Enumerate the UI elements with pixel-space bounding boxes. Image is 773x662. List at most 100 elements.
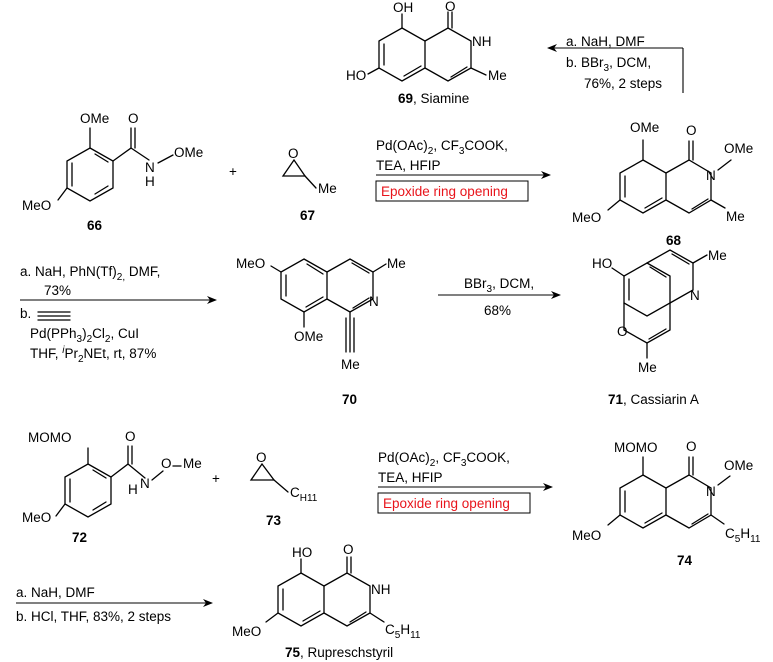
methyl-label: Me: [488, 68, 507, 83]
compound-69-caption: 69, Siamine: [398, 91, 469, 106]
compound-75-name: Rupreschstyril: [308, 645, 394, 660]
epoxide-o-label: O: [256, 450, 267, 465]
methyl-label: Me: [341, 357, 360, 372]
step-4: BBr3, DCM, 68%: [438, 276, 561, 318]
n-label: N: [706, 168, 716, 183]
compound-74-number: 74: [677, 553, 693, 568]
hydroxyl-label: HO: [292, 545, 312, 560]
step-3: a. NaH, PhN(Tf)2, DMF, 73% b. Pd(PPh3)2C…: [20, 264, 217, 365]
n-label: N: [369, 294, 379, 309]
nh-label: NH: [371, 582, 391, 597]
plus-sign: +: [212, 471, 220, 486]
carbonyl-o-label: O: [128, 111, 139, 126]
step-3-condition-a: a. NaH, PhN(Tf)2, DMF,: [20, 264, 160, 283]
step-5-highlight-box: [377, 492, 531, 514]
compound-67-number: 67: [300, 208, 315, 223]
pentyl-label: C5H11: [385, 622, 421, 641]
step-1: a. NaH, DMF b. BBr3, DCM, 76%, 2 steps: [547, 34, 684, 93]
ring-o-label: O: [617, 324, 628, 339]
compound-67-structure: O Me 67: [281, 146, 337, 223]
compound-73-structure: O CH11 73: [249, 450, 318, 528]
methyl-label: Me: [638, 360, 657, 375]
methyl-label: Me: [726, 209, 745, 224]
methyl-label: Me: [318, 181, 337, 196]
pentyl-label: CH11: [290, 485, 318, 504]
momo-label: MOMO: [28, 430, 72, 445]
methoxy-label: OMe: [630, 120, 659, 135]
step-3-yield-a: 73%: [44, 283, 71, 298]
step-3-alkyne-glyph: [37, 311, 71, 321]
methoxy-label: MeO: [572, 210, 601, 225]
carbonyl-o-label: O: [125, 429, 136, 444]
step-5-condition-1: Pd(OAc)2, CF3COOK,: [378, 450, 510, 469]
compound-75-caption: 75, Rupreschstyril: [285, 645, 393, 660]
n-label: N: [690, 288, 700, 303]
step-6-condition-a: a. NaH, DMF: [16, 585, 95, 600]
nh-label: NH: [472, 34, 492, 49]
step-5-highlight-text: Epoxide ring opening: [383, 496, 510, 511]
methyl-label: Me: [387, 256, 406, 271]
epoxide-o-label: O: [288, 146, 299, 161]
compound-72-number: 72: [72, 530, 87, 545]
step-6: a. NaH, DMF b. HCl, THF, 83%, 2 steps: [16, 585, 213, 624]
compound-66-structure: OMe O N H OMe MeO 66: [22, 111, 203, 233]
compound-71-name: Cassiarin A: [631, 392, 699, 407]
compound-73-number: 73: [266, 513, 282, 528]
step-4-condition: BBr3, DCM,: [464, 276, 534, 295]
step-5: Pd(OAc)2, CF3COOK, TEA, HFIP Epoxide rin…: [377, 450, 553, 514]
compound-74-structure: MOMO O N OMe MeO C5H11 74: [572, 439, 761, 568]
compound-72-structure: MOMO O H N O Me MeO 72: [22, 429, 202, 545]
step-4-yield: 68%: [484, 303, 511, 318]
methoxy-label: OMe: [174, 145, 203, 160]
pentyl-label: C5H11: [725, 526, 761, 545]
methoxy-label: OMe: [80, 111, 109, 126]
step-2-highlight-text: Epoxide ring opening: [381, 184, 508, 199]
methoxy-label: MeO: [232, 624, 261, 639]
carbonyl-o-label: O: [686, 123, 697, 138]
carbonyl-o-label: O: [343, 542, 354, 557]
hydroxyl-label: HO: [346, 68, 366, 83]
compound-75-structure: HO O NH MeO C5H11 75, Rupreschstyril: [232, 542, 421, 660]
step-1-condition-b: b. BBr3, DCM,: [566, 55, 651, 74]
step-2-highlight-box: [375, 180, 529, 202]
methoxy-label: OMe: [294, 329, 323, 344]
methoxy-label: MeO: [572, 528, 601, 543]
step-5-condition-2: TEA, HFIP: [378, 470, 443, 485]
methoxy-label: MeO: [22, 198, 51, 213]
momo-label: MOMO: [614, 440, 658, 455]
compound-71-caption: 71, Cassiarin A: [608, 392, 699, 407]
compound-68-structure: OMe O N OMe MeO Me 68: [572, 120, 753, 248]
compound-68-number: 68: [666, 233, 682, 248]
methoxy-label: O: [161, 456, 172, 471]
step-3-catalyst: Pd(PPh3)2Cl2, CuI: [30, 326, 139, 345]
compound-71-structure: HO Me N O Me 71, Cassiarin A: [592, 248, 727, 407]
n-label: N: [706, 484, 716, 499]
step-2-condition-1: Pd(OAc)2, CF3COOK,: [376, 138, 508, 157]
hydroxyl-label: OH: [393, 0, 413, 15]
h-label: H: [145, 174, 155, 189]
step-2: Pd(OAc)2, CF3COOK, TEA, HFIP Epoxide rin…: [375, 138, 551, 202]
step-1-condition-a: a. NaH, DMF: [566, 34, 645, 49]
methoxy-label: OMe: [724, 458, 753, 473]
methoxy-label: MeO: [236, 256, 265, 271]
plus-sign: +: [229, 164, 237, 179]
hydroxyl-label: HO: [592, 256, 612, 271]
n-label: N: [140, 476, 150, 491]
methyl-label: Me: [183, 456, 202, 471]
methoxy-label: OMe: [724, 141, 753, 156]
carbonyl-o-label: O: [445, 0, 456, 14]
n-label: N: [145, 160, 155, 175]
compound-66-number: 66: [87, 218, 103, 233]
compound-69-structure: OH O NH HO Me 69, Siamine: [346, 0, 507, 106]
compound-69-name: Siamine: [421, 91, 470, 106]
methyl-label: Me: [708, 248, 727, 263]
methoxy-label: MeO: [22, 510, 51, 525]
step-2-condition-2: TEA, HFIP: [376, 158, 441, 173]
step-1-yield: 76%, 2 steps: [584, 76, 662, 91]
nh-label: H: [128, 482, 138, 497]
compound-75-number: 75: [285, 645, 301, 660]
carbonyl-o-label: O: [686, 439, 697, 454]
compound-69-number: 69: [398, 91, 413, 106]
